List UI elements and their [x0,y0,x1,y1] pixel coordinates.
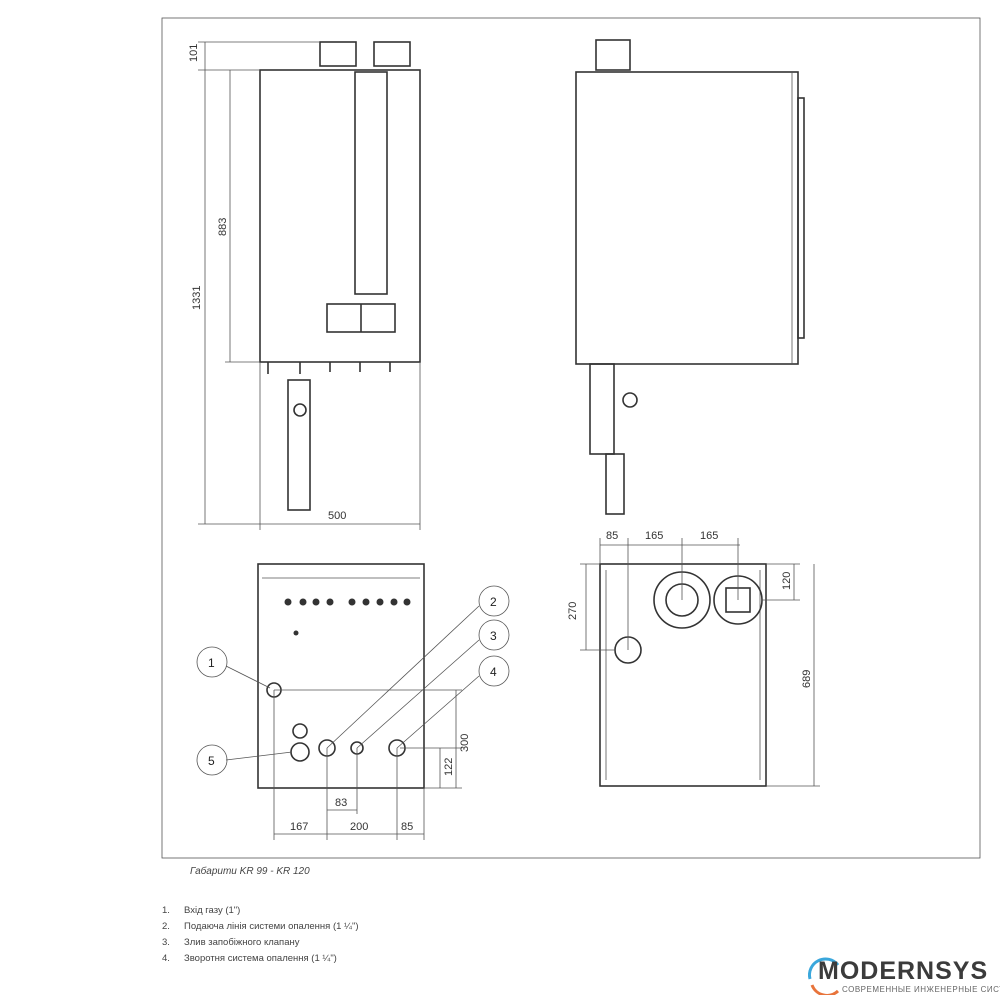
dim-300: 300 [459,734,471,752]
legend-list: 1.Вхід газу (1") 2.Подаюча лінія системи… [162,903,358,967]
dim-101: 101 [188,44,200,62]
dim-200: 200 [350,821,368,833]
top-view: 85 165 165 120 270 689 [567,530,820,787]
front-view: 101 883 1331 500 [188,41,421,530]
dim-83: 83 [335,797,347,809]
svg-text:3: 3 [490,629,497,643]
svg-text:1: 1 [208,656,215,670]
callout-1 [196,646,228,678]
svg-text:2: 2 [490,595,497,609]
svg-text:4: 4 [490,665,497,679]
dim-85: 85 [401,821,413,833]
dim-689: 689 [801,670,813,688]
legend-item: 1.Вхід газу (1") [162,905,241,916]
dim-165-b: 165 [700,530,718,542]
callout-4 [478,655,510,687]
dim-270: 270 [567,602,579,620]
dim-122: 122 [443,758,455,776]
modernsys-logo: MODERNSYS СОВРЕМЕННЫЕ ИНЖЕНЕРНЫЕ СИСТЕМЫ [804,955,1000,1000]
dim-500: 500 [328,510,346,522]
svg-text:5: 5 [208,754,215,768]
side-view [575,39,805,515]
logo-arc-icon [808,957,840,995]
drawing-frame [161,17,981,859]
dim-85-top: 85 [606,530,618,542]
dim-1331: 1331 [191,286,203,310]
callout-5 [196,744,228,776]
legend-item: 4.Зворотня система опалення (1 ¼") [162,953,337,964]
callout-2 [478,585,510,617]
callout-3 [478,619,510,651]
dim-883: 883 [217,218,229,236]
drawing-caption: Габарити KR 99 - KR 120 [190,866,310,877]
dim-165-a: 165 [645,530,663,542]
dim-167: 167 [290,821,308,833]
bottom-view: 300 122 83 167 200 85 1 2 3 4 5 [196,563,510,840]
legend-item: 3.Злив запобіжного клапану [162,937,300,948]
legend-item: 2.Подаюча лінія системи опалення (1 ¼") [162,921,359,932]
dim-120: 120 [781,572,793,590]
